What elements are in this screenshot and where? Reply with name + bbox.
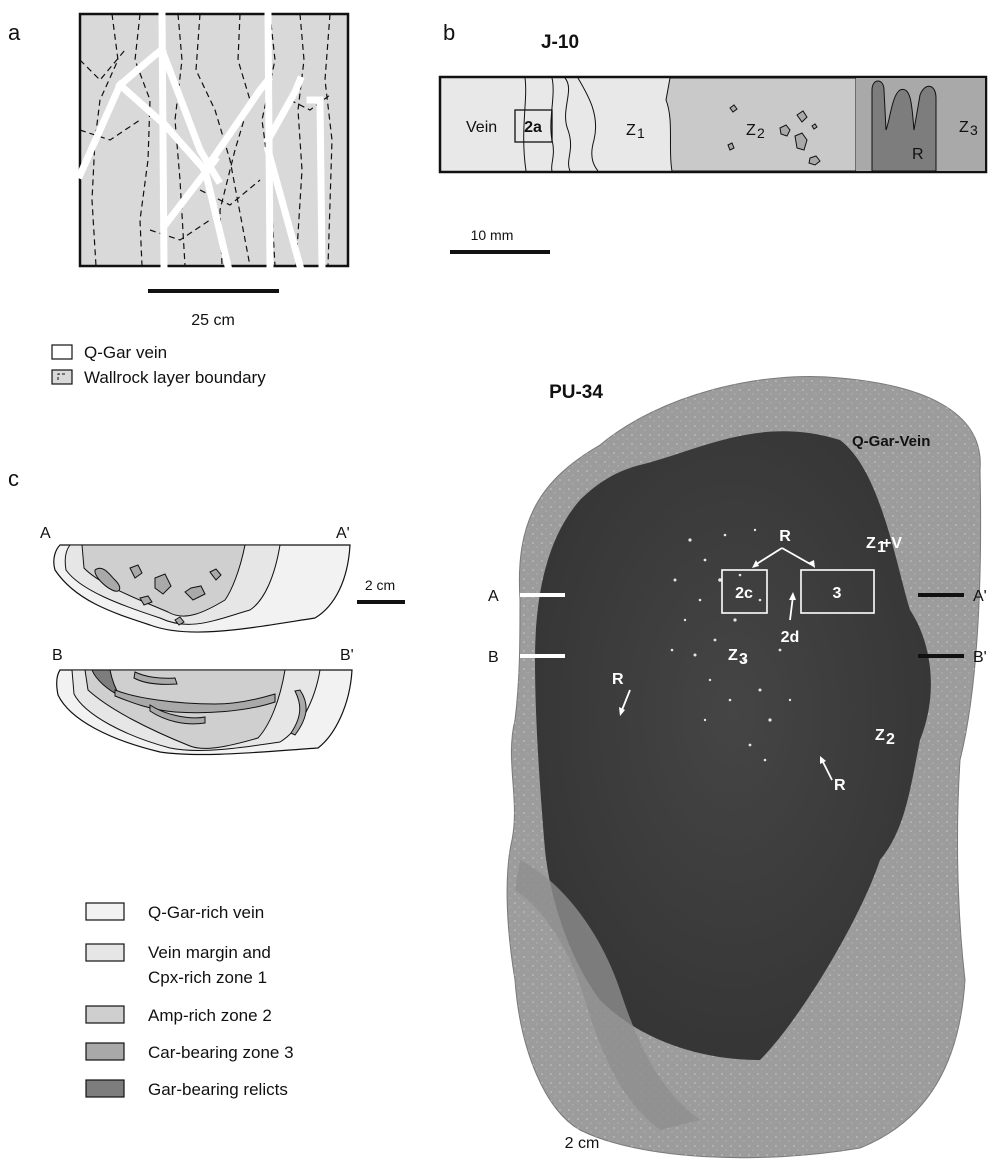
photo-label-z2: Z [875,727,885,744]
label-z2-sub: 2 [757,125,765,141]
marker-a-label: A [488,588,499,605]
marker-b-prime-label: B' [973,649,987,666]
legend-label-vein: Q-Gar vein [84,343,167,362]
legend-label-2a: Vein margin and [148,943,271,962]
legend-label-3: Amp-rich zone 2 [148,1006,272,1025]
marker-b-label: B [488,649,499,666]
label-z1: Z [626,122,636,139]
panel-b-letter: b [443,20,455,45]
section-a [54,545,350,632]
label-2a: 2a [524,119,542,136]
legend-c: Q-Gar-rich vein Vein margin and Cpx-rich… [86,903,294,1099]
panel-a: a [8,14,348,387]
label-z3: Z [959,119,969,136]
photo-label-r-left: R [612,671,624,688]
legend-label-2b: Cpx-rich zone 1 [148,968,267,987]
legend-swatch-vein [52,345,72,359]
scale-label-b: 10 mm [471,227,514,243]
legend-swatch-vein-c [86,903,124,920]
legend-label-5: Gar-bearing relicts [148,1080,288,1099]
photo-label-z2-sub: 2 [886,731,895,748]
scale-label-a: 25 cm [191,312,235,329]
label-z2: Z [746,122,756,139]
section-b [57,670,352,755]
legend-swatch-boundary [52,370,72,384]
photo-label-vein: Q-Gar-Vein [852,433,930,450]
section-a-start: A [40,525,51,542]
legend-label-1: Q-Gar-rich vein [148,903,264,922]
photo-pu34: PU-34 2c 3 [488,377,987,1164]
photo-label-r-right: R [834,777,846,794]
panel-a-letter: a [8,20,21,45]
legend-swatch-zone2 [86,1006,124,1023]
photo-label-z3-sub: 3 [739,651,748,668]
section-a-end: A' [336,525,350,542]
label-z3-sub: 3 [970,122,978,138]
scale-label-c: 2 cm [365,577,395,593]
legend-label-boundary: Wallrock layer boundary [84,368,266,387]
photo-label-r-top: R [779,528,791,545]
panel-c-letter: c [8,466,19,491]
label-vein: Vein [466,119,497,136]
legend-swatch-relicts [86,1080,124,1097]
outcrop-map [80,14,348,266]
legend-label-4: Car-bearing zone 3 [148,1043,294,1062]
photo-label-3: 3 [833,585,842,602]
photo-title: PU-34 [549,382,603,403]
panel-b: b J-10 Vein 2a Z 1 Z 2 [440,20,986,252]
scale-label-photo: 2 cm [565,1135,600,1152]
panel-c: c A A' 2 cm B B' [8,466,405,1099]
section-b-start: B [52,647,63,664]
photo-label-z1v: Z [866,535,876,552]
label-z1-sub: 1 [637,125,645,141]
panel-b-title: J-10 [541,32,579,53]
photo-label-z3: Z [728,647,738,664]
photo-label-2d: 2d [781,629,800,646]
legend-swatch-zone3 [86,1043,124,1060]
section-b-end: B' [340,647,354,664]
label-r-b: R [912,146,924,163]
photo-label-z1v-suffix: +V [882,535,902,552]
marker-a-prime-label: A' [973,588,987,605]
photo-label-2c: 2c [735,585,753,602]
legend-swatch-zone1 [86,944,124,961]
